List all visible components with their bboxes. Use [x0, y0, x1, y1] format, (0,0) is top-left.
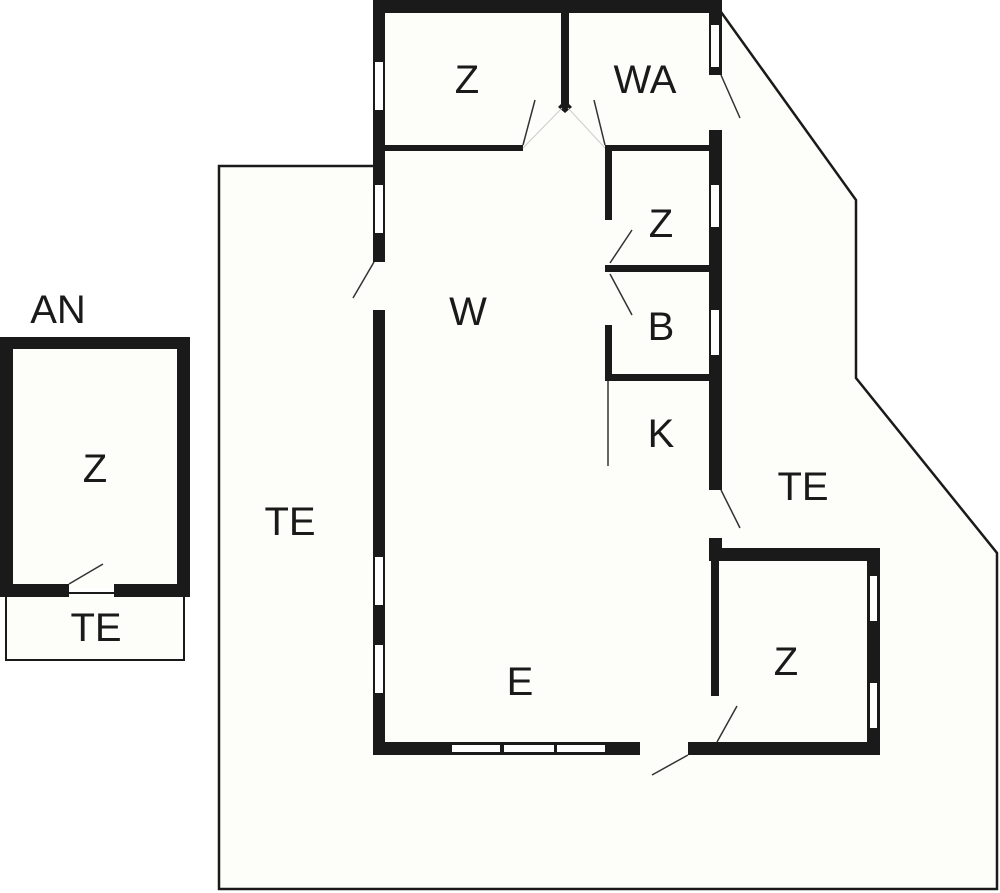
wall [711, 548, 719, 696]
door-swing [609, 229, 633, 264]
window [557, 745, 605, 752]
room-label-kitchen: K [647, 412, 675, 456]
door-swing [651, 754, 689, 776]
window [375, 557, 383, 605]
annex-bedroom [6, 343, 183, 588]
room-label-dining: E [506, 660, 534, 704]
door-swing [609, 273, 633, 316]
door-swing [720, 74, 741, 119]
door-opening [640, 742, 688, 755]
window [375, 62, 383, 110]
door-swing [522, 99, 536, 146]
room-label-bedroom-small: Z [648, 202, 674, 246]
annex-wall [0, 337, 13, 597]
window [870, 683, 877, 728]
room-label-annex-terrace: TE [70, 606, 122, 650]
room-label-living: W [449, 290, 487, 334]
annex-wall [0, 337, 190, 349]
wall-joint [558, 100, 572, 113]
door-swing [593, 99, 606, 146]
wall [605, 145, 711, 151]
door-swing [352, 261, 375, 299]
room-label-terrace-left: TE [264, 500, 316, 544]
wall [605, 325, 612, 380]
door-opening [709, 490, 722, 538]
annex-title: AN [30, 288, 86, 332]
room-label-terrace-right: TE [777, 465, 829, 509]
room-label-bedroom-top-left: Z [454, 58, 480, 102]
window [870, 576, 877, 621]
wall [373, 742, 880, 755]
wall [605, 265, 712, 272]
window [452, 745, 500, 752]
window [375, 185, 383, 233]
wall [373, 0, 722, 13]
door-leaf [522, 107, 563, 149]
wall [605, 374, 712, 381]
window [711, 185, 719, 227]
door-swing [68, 563, 104, 585]
room-label-bedroom-bottom-right: Z [773, 640, 799, 684]
wall [383, 145, 523, 151]
room-label-annex-bedroom: Z [82, 447, 108, 491]
wall [605, 145, 612, 220]
door-opening [373, 262, 385, 310]
annex-wall [177, 337, 190, 597]
annex-terrace [5, 592, 185, 661]
wall [561, 8, 569, 108]
window [504, 745, 554, 752]
window [711, 310, 719, 355]
room-label-washroom: WA [613, 58, 677, 102]
window [375, 645, 383, 693]
annex-wall [0, 584, 69, 597]
wall [373, 0, 385, 755]
window [711, 25, 719, 67]
door-swing [716, 705, 738, 743]
wall [709, 0, 722, 560]
door-opening [709, 75, 722, 130]
room-label-bathroom: B [647, 305, 675, 349]
door-leaf [567, 107, 606, 149]
wall [709, 548, 880, 561]
door-swing [720, 489, 741, 529]
annex-wall [114, 584, 190, 597]
